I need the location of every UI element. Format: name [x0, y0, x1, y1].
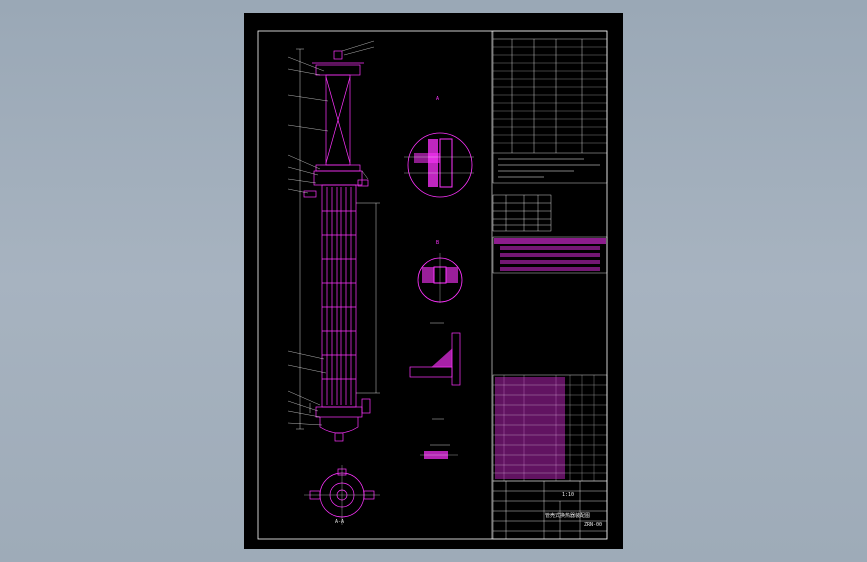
- detail-a: [404, 132, 474, 198]
- tech-notes: [498, 158, 600, 178]
- title-block: [492, 480, 608, 540]
- section-label-b: B: [436, 240, 440, 246]
- heat-exchanger-elevation: [303, 50, 371, 442]
- leader-lines: [287, 40, 375, 426]
- weld-detail: [409, 322, 461, 420]
- tech-spec-rows: [493, 46, 607, 144]
- dimension-lines: [296, 48, 380, 430]
- sheet-border: [257, 30, 608, 540]
- detail-b: [417, 253, 463, 303]
- tech-spec-table: [492, 30, 608, 184]
- bottom-view-label: A-A: [335, 519, 345, 525]
- part-detail: [420, 444, 458, 459]
- drawing-scale: 1:10: [562, 492, 575, 498]
- plan-view: [304, 465, 380, 525]
- nozzle-table: [492, 194, 552, 232]
- parts-list: [492, 374, 608, 482]
- nozzle-schedule: [492, 236, 608, 274]
- drawing-title: 管壳式换热器装配图: [545, 513, 591, 519]
- section-label-a: A: [436, 96, 440, 102]
- sheet-number: ZRN-00: [584, 522, 603, 528]
- drawing-sheet[interactable]: [244, 13, 623, 549]
